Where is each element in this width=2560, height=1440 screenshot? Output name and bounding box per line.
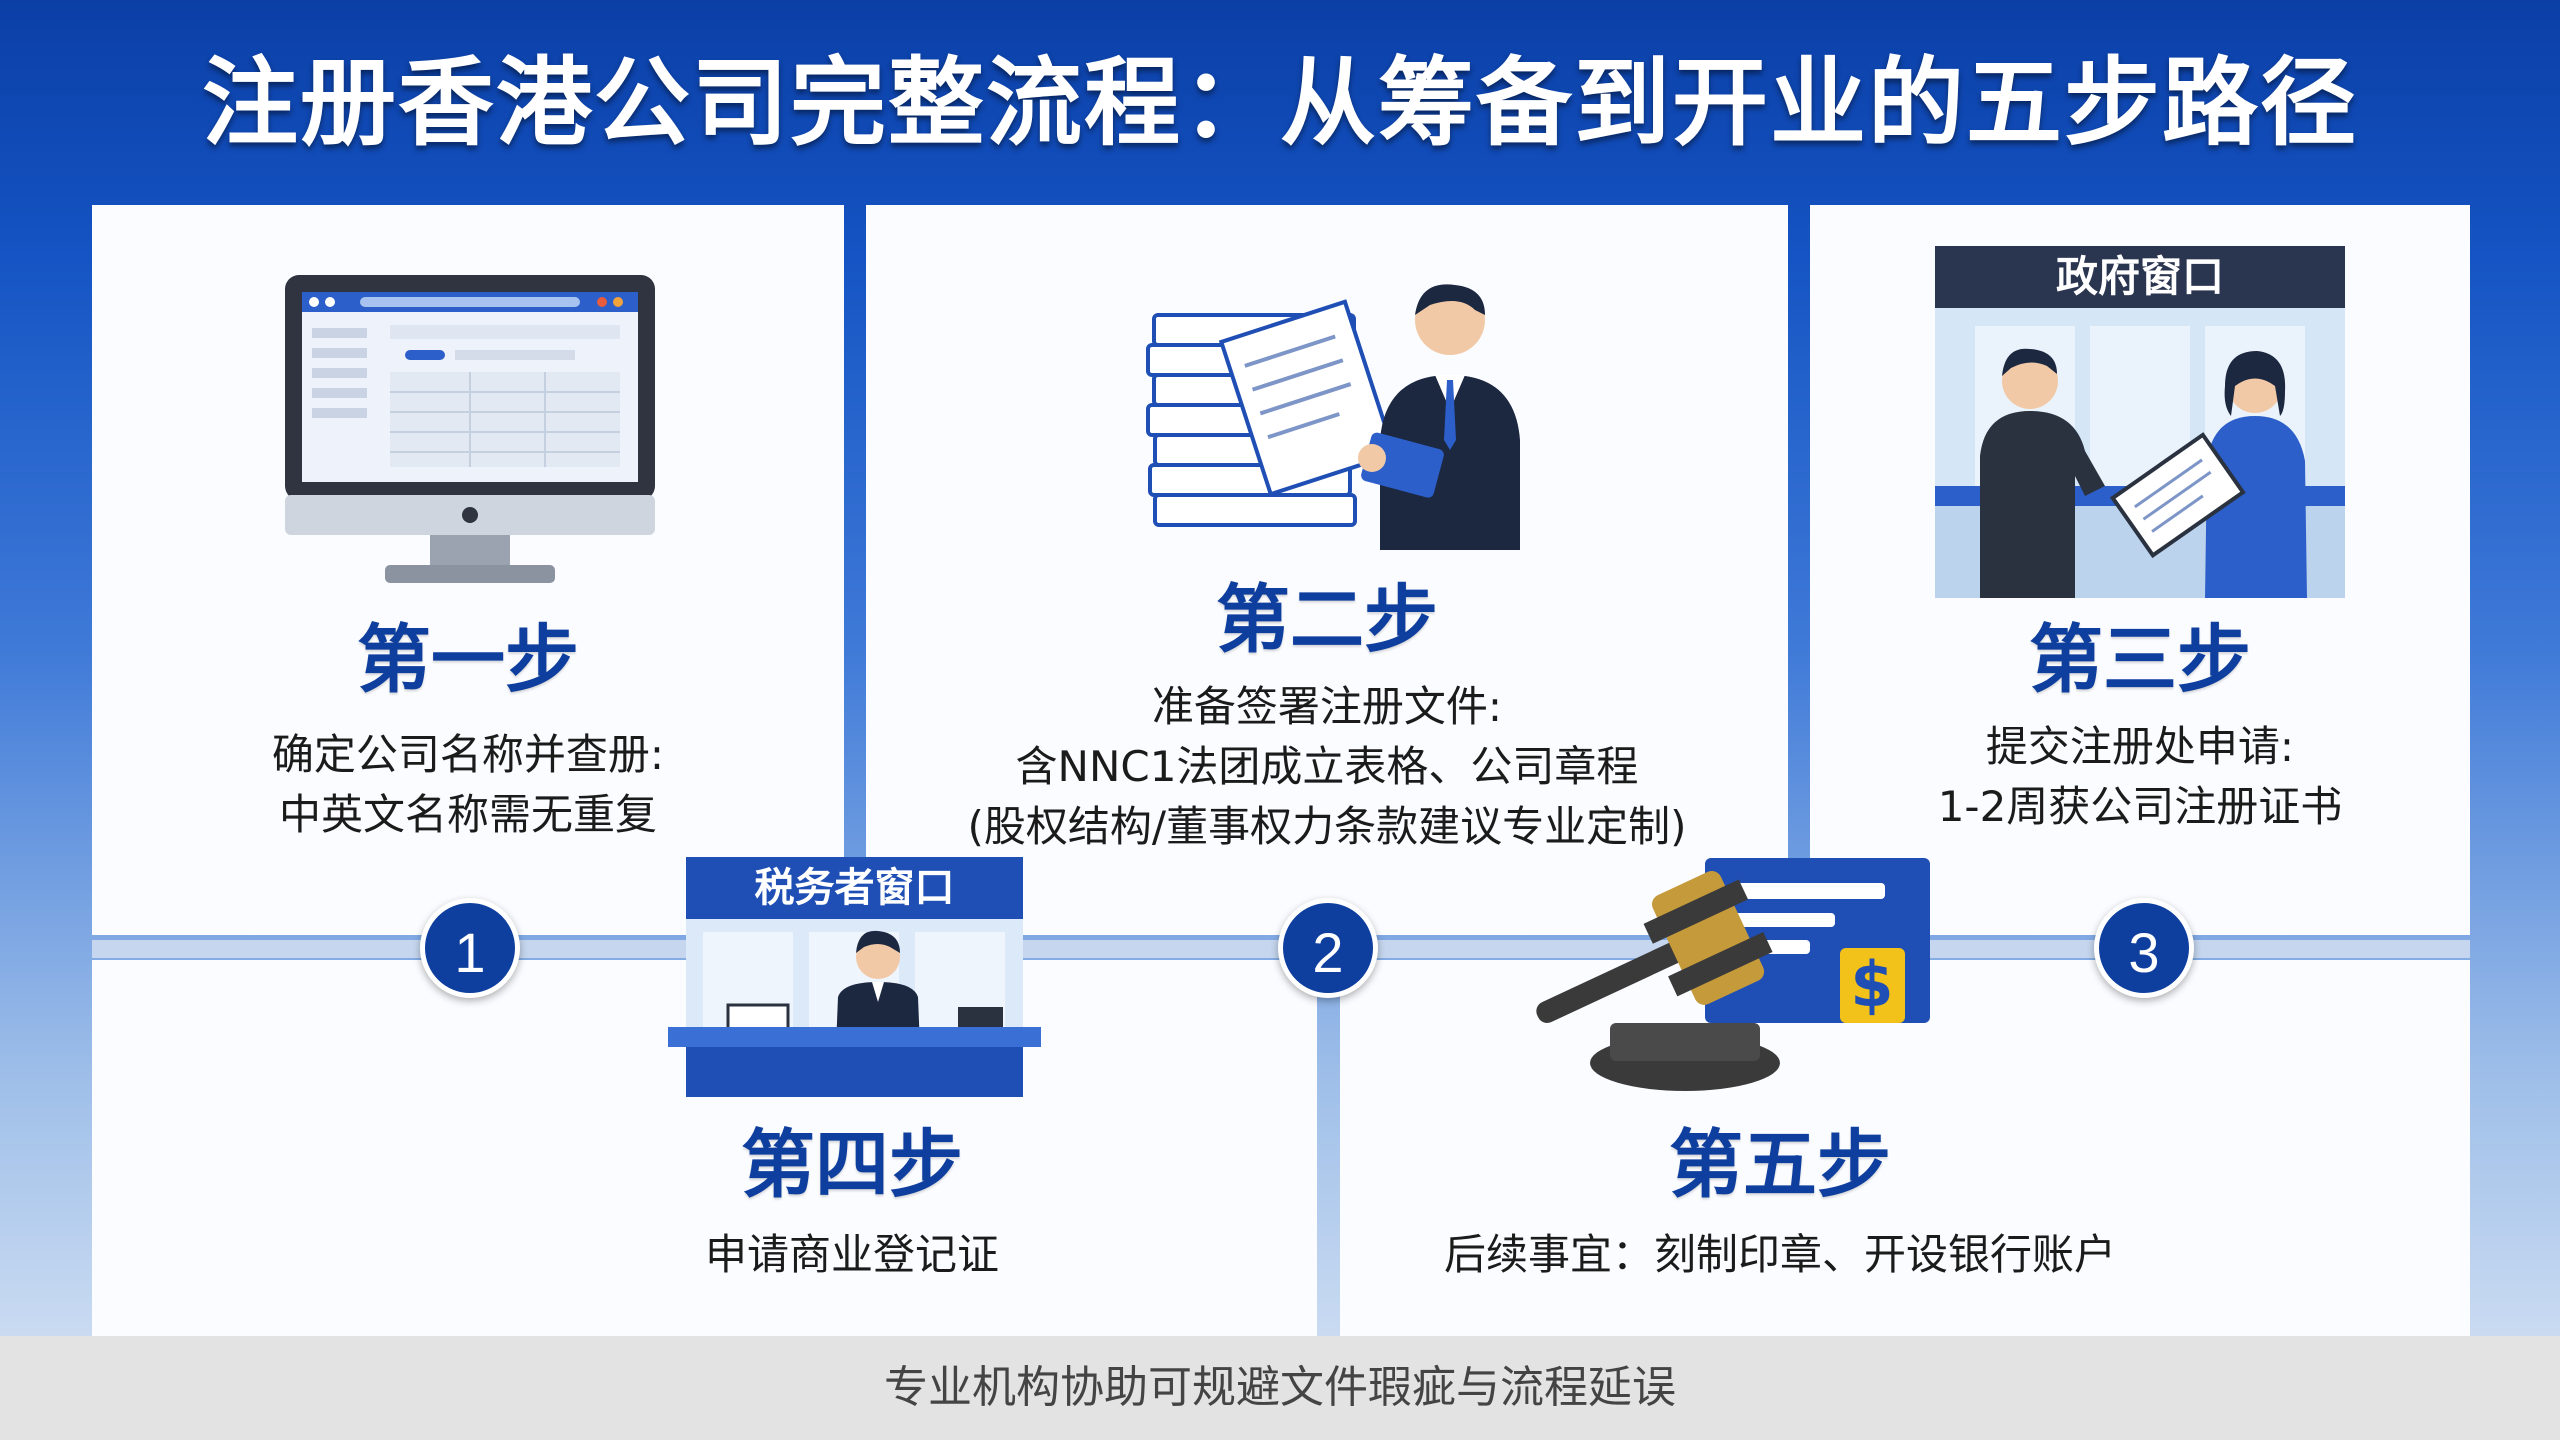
step-4-title: 第四步 bbox=[741, 1122, 963, 1208]
step-2-number-badge: 2 bbox=[1278, 898, 1378, 998]
step-1-number-badge: 1 bbox=[420, 898, 520, 998]
computer-monitor-icon bbox=[285, 275, 655, 583]
document-stack-businessman-icon bbox=[1146, 284, 1520, 550]
step-2-line-2: 含NNC1法团成立表格、公司章程 bbox=[1015, 742, 1639, 791]
step-3-number-badge: 3 bbox=[2094, 898, 2194, 998]
step-3-title: 第三步 bbox=[2029, 617, 2251, 703]
step-2-title: 第二步 bbox=[1216, 577, 1438, 663]
footer-note: 专业机构协助可规避文件瑕疵与流程延误 bbox=[0, 1336, 2560, 1440]
step-5-line-1: 后续事宜：刻制印章、开设银行账户 bbox=[1443, 1230, 2116, 1279]
step-1-description: 确定公司名称并查册: 中英文名称需无重复 bbox=[92, 725, 844, 845]
step-3-line-1: 提交注册处申请: bbox=[1985, 722, 2295, 771]
svg-text:$: $ bbox=[1850, 948, 1893, 1021]
step-1-title: 第一步 bbox=[357, 617, 579, 703]
step-1-line-1: 确定公司名称并查册: bbox=[271, 730, 665, 779]
step-3-description: 提交注册处申请: 1-2周获公司注册证书 bbox=[1810, 717, 2470, 837]
tax-window-sign: 税务者窗口 bbox=[754, 865, 955, 911]
government-window-icon bbox=[1935, 246, 2345, 598]
step-2-line-3: (股权结构/董事权力条款建议专业定制) bbox=[967, 802, 1687, 851]
page-title: 注册香港公司完整流程：从筹备到开业的五步路径 bbox=[202, 47, 2358, 159]
step-4-line-1: 申请商业登记证 bbox=[704, 1230, 999, 1279]
step-4-description: 申请商业登记证 bbox=[592, 1225, 1112, 1285]
step-5-description: 后续事宜：刻制印章、开设银行账户 bbox=[1380, 1225, 2180, 1285]
tax-window-icon bbox=[668, 857, 1041, 1097]
step-5-title: 第五步 bbox=[1669, 1122, 1891, 1208]
step-1-line-2: 中英文名称需无重复 bbox=[278, 790, 657, 839]
gavel-certificate-icon: $ bbox=[1536, 858, 1930, 1091]
government-window-sign: 政府窗口 bbox=[2055, 252, 2224, 301]
step-2-description: 准备签署注册文件: 含NNC1法团成立表格、公司章程 (股权结构/董事权力条款建… bbox=[866, 677, 1788, 857]
step-2-line-1: 准备签署注册文件: bbox=[1151, 682, 1503, 731]
step-3-line-2: 1-2周获公司注册证书 bbox=[1937, 782, 2343, 831]
